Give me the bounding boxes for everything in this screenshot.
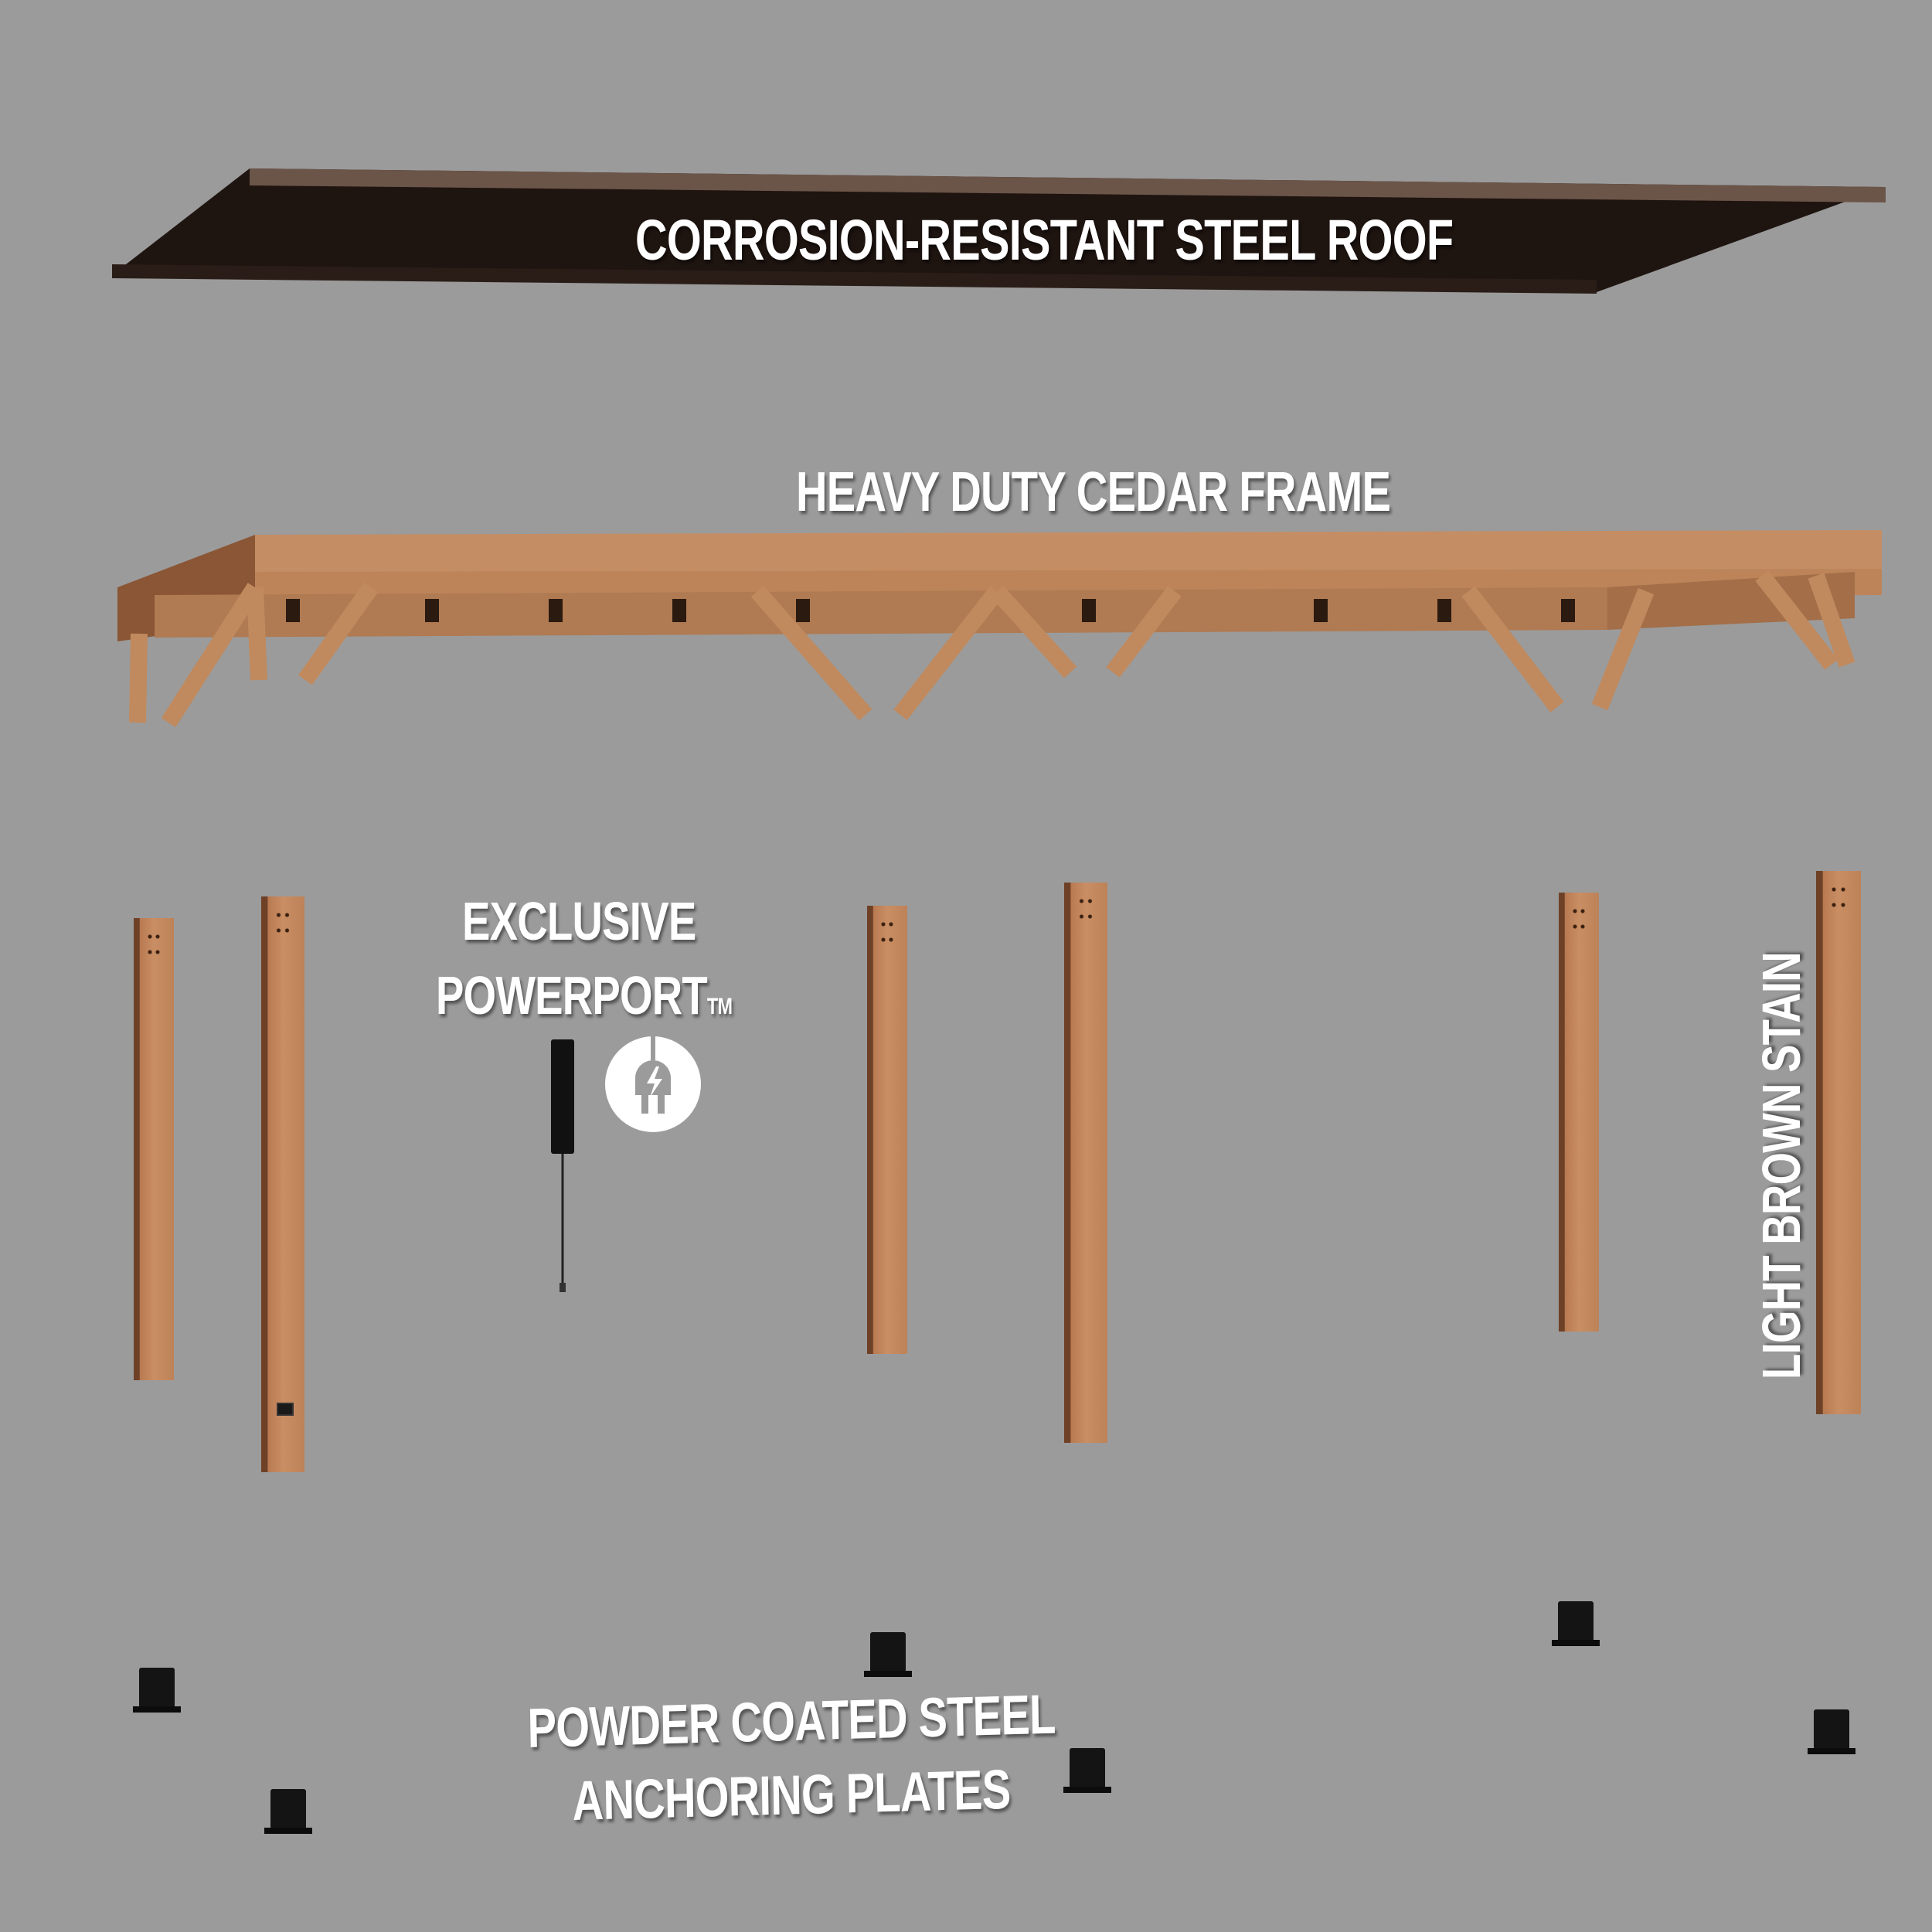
trademark-symbol: TM — [706, 994, 733, 1019]
anchor-plate-1 — [133, 1668, 181, 1713]
plates-label-line2: ANCHORING PLATES — [572, 1758, 1012, 1832]
powerport-label-line2: POWERPORTTM — [436, 964, 733, 1026]
anchor-plate-4 — [1063, 1748, 1111, 1793]
cedar-post-6 — [1816, 871, 1861, 1414]
powerport-device — [551, 1039, 574, 1292]
anchor-plate-5 — [1552, 1601, 1600, 1646]
cedar-post-2 — [261, 896, 304, 1472]
powerport-outlet — [277, 1403, 294, 1416]
cedar-post-5 — [1559, 893, 1599, 1332]
anchor-plate-2 — [264, 1789, 312, 1834]
anchor-plate-6 — [1808, 1709, 1855, 1754]
cedar-post-3 — [867, 906, 907, 1354]
cedar-post-1 — [134, 918, 174, 1380]
powerport-name: POWERPORT — [436, 965, 708, 1026]
powerport-label-line1: EXCLUSIVE — [462, 891, 696, 951]
roof-label: CORROSION-RESISTANT STEEL ROOF — [635, 208, 1454, 272]
cedar-frame — [117, 530, 1882, 727]
steel-roof — [112, 168, 1886, 294]
plug-lightning-icon — [605, 1036, 701, 1132]
anchor-plate-3 — [864, 1632, 912, 1677]
stain-label: LIGHT BROWN STAIN — [1751, 952, 1811, 1379]
frame-label: HEAVY DUTY CEDAR FRAME — [796, 461, 1391, 523]
cedar-post-4 — [1064, 883, 1107, 1443]
